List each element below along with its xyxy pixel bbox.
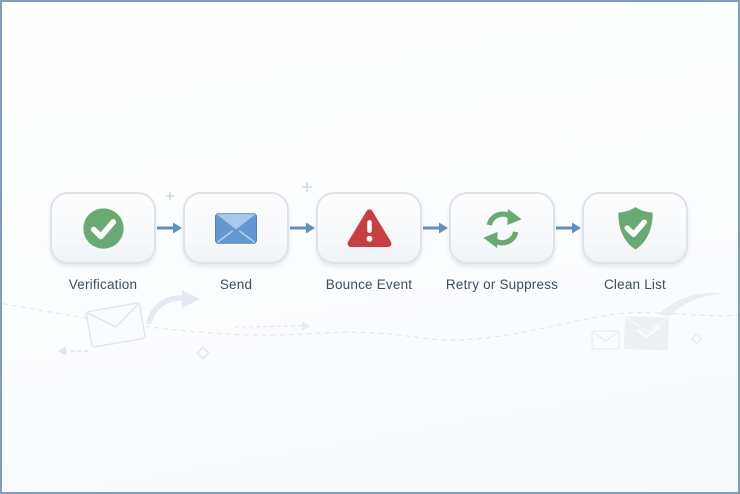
step-card [449, 192, 555, 264]
envelope-outline-icon [85, 302, 146, 348]
envelope-filled-icon [623, 316, 669, 351]
dashed-arrow-right-icon [234, 321, 311, 331]
dashed-path-line [2, 302, 738, 341]
flow-step-bounce-event: Bounce Event [316, 192, 422, 292]
shield-check-icon [617, 206, 653, 250]
step-label: Bounce Event [325, 277, 413, 292]
flow-arrow-icon [289, 220, 316, 236]
envelope-outline-small-icon [591, 330, 620, 350]
diamond-doodle-icon [690, 332, 703, 345]
swoosh-doodle-icon [658, 292, 724, 316]
flow-step-verification: Verification [50, 192, 156, 292]
warning-triangle-icon [347, 209, 391, 248]
step-label: Retry or Suppress [445, 277, 559, 292]
refresh-icon [482, 208, 522, 248]
step-card [50, 192, 156, 264]
flow-step-clean-list: Clean List [582, 192, 688, 292]
step-label: Send [219, 277, 253, 292]
flow-step-retry-or-suppress: Retry or Suppress [445, 192, 559, 292]
envelope-icon [215, 212, 257, 244]
step-label: Verification [68, 277, 138, 292]
diamond-doodle-icon [196, 346, 210, 360]
flow-step-send: Send [183, 192, 289, 292]
check-circle-icon [82, 207, 124, 249]
flow-arrow-icon [422, 220, 449, 236]
flow-arrow-icon [156, 220, 183, 236]
swoosh-arrow-icon [146, 290, 200, 325]
dashed-arrow-left-icon [58, 346, 88, 356]
flow-arrow-icon [555, 220, 582, 236]
flow-diagram: Verification Send [50, 192, 690, 292]
step-card [582, 192, 688, 264]
step-card [183, 192, 289, 264]
step-label: Clean List [603, 277, 667, 292]
step-card [316, 192, 422, 264]
